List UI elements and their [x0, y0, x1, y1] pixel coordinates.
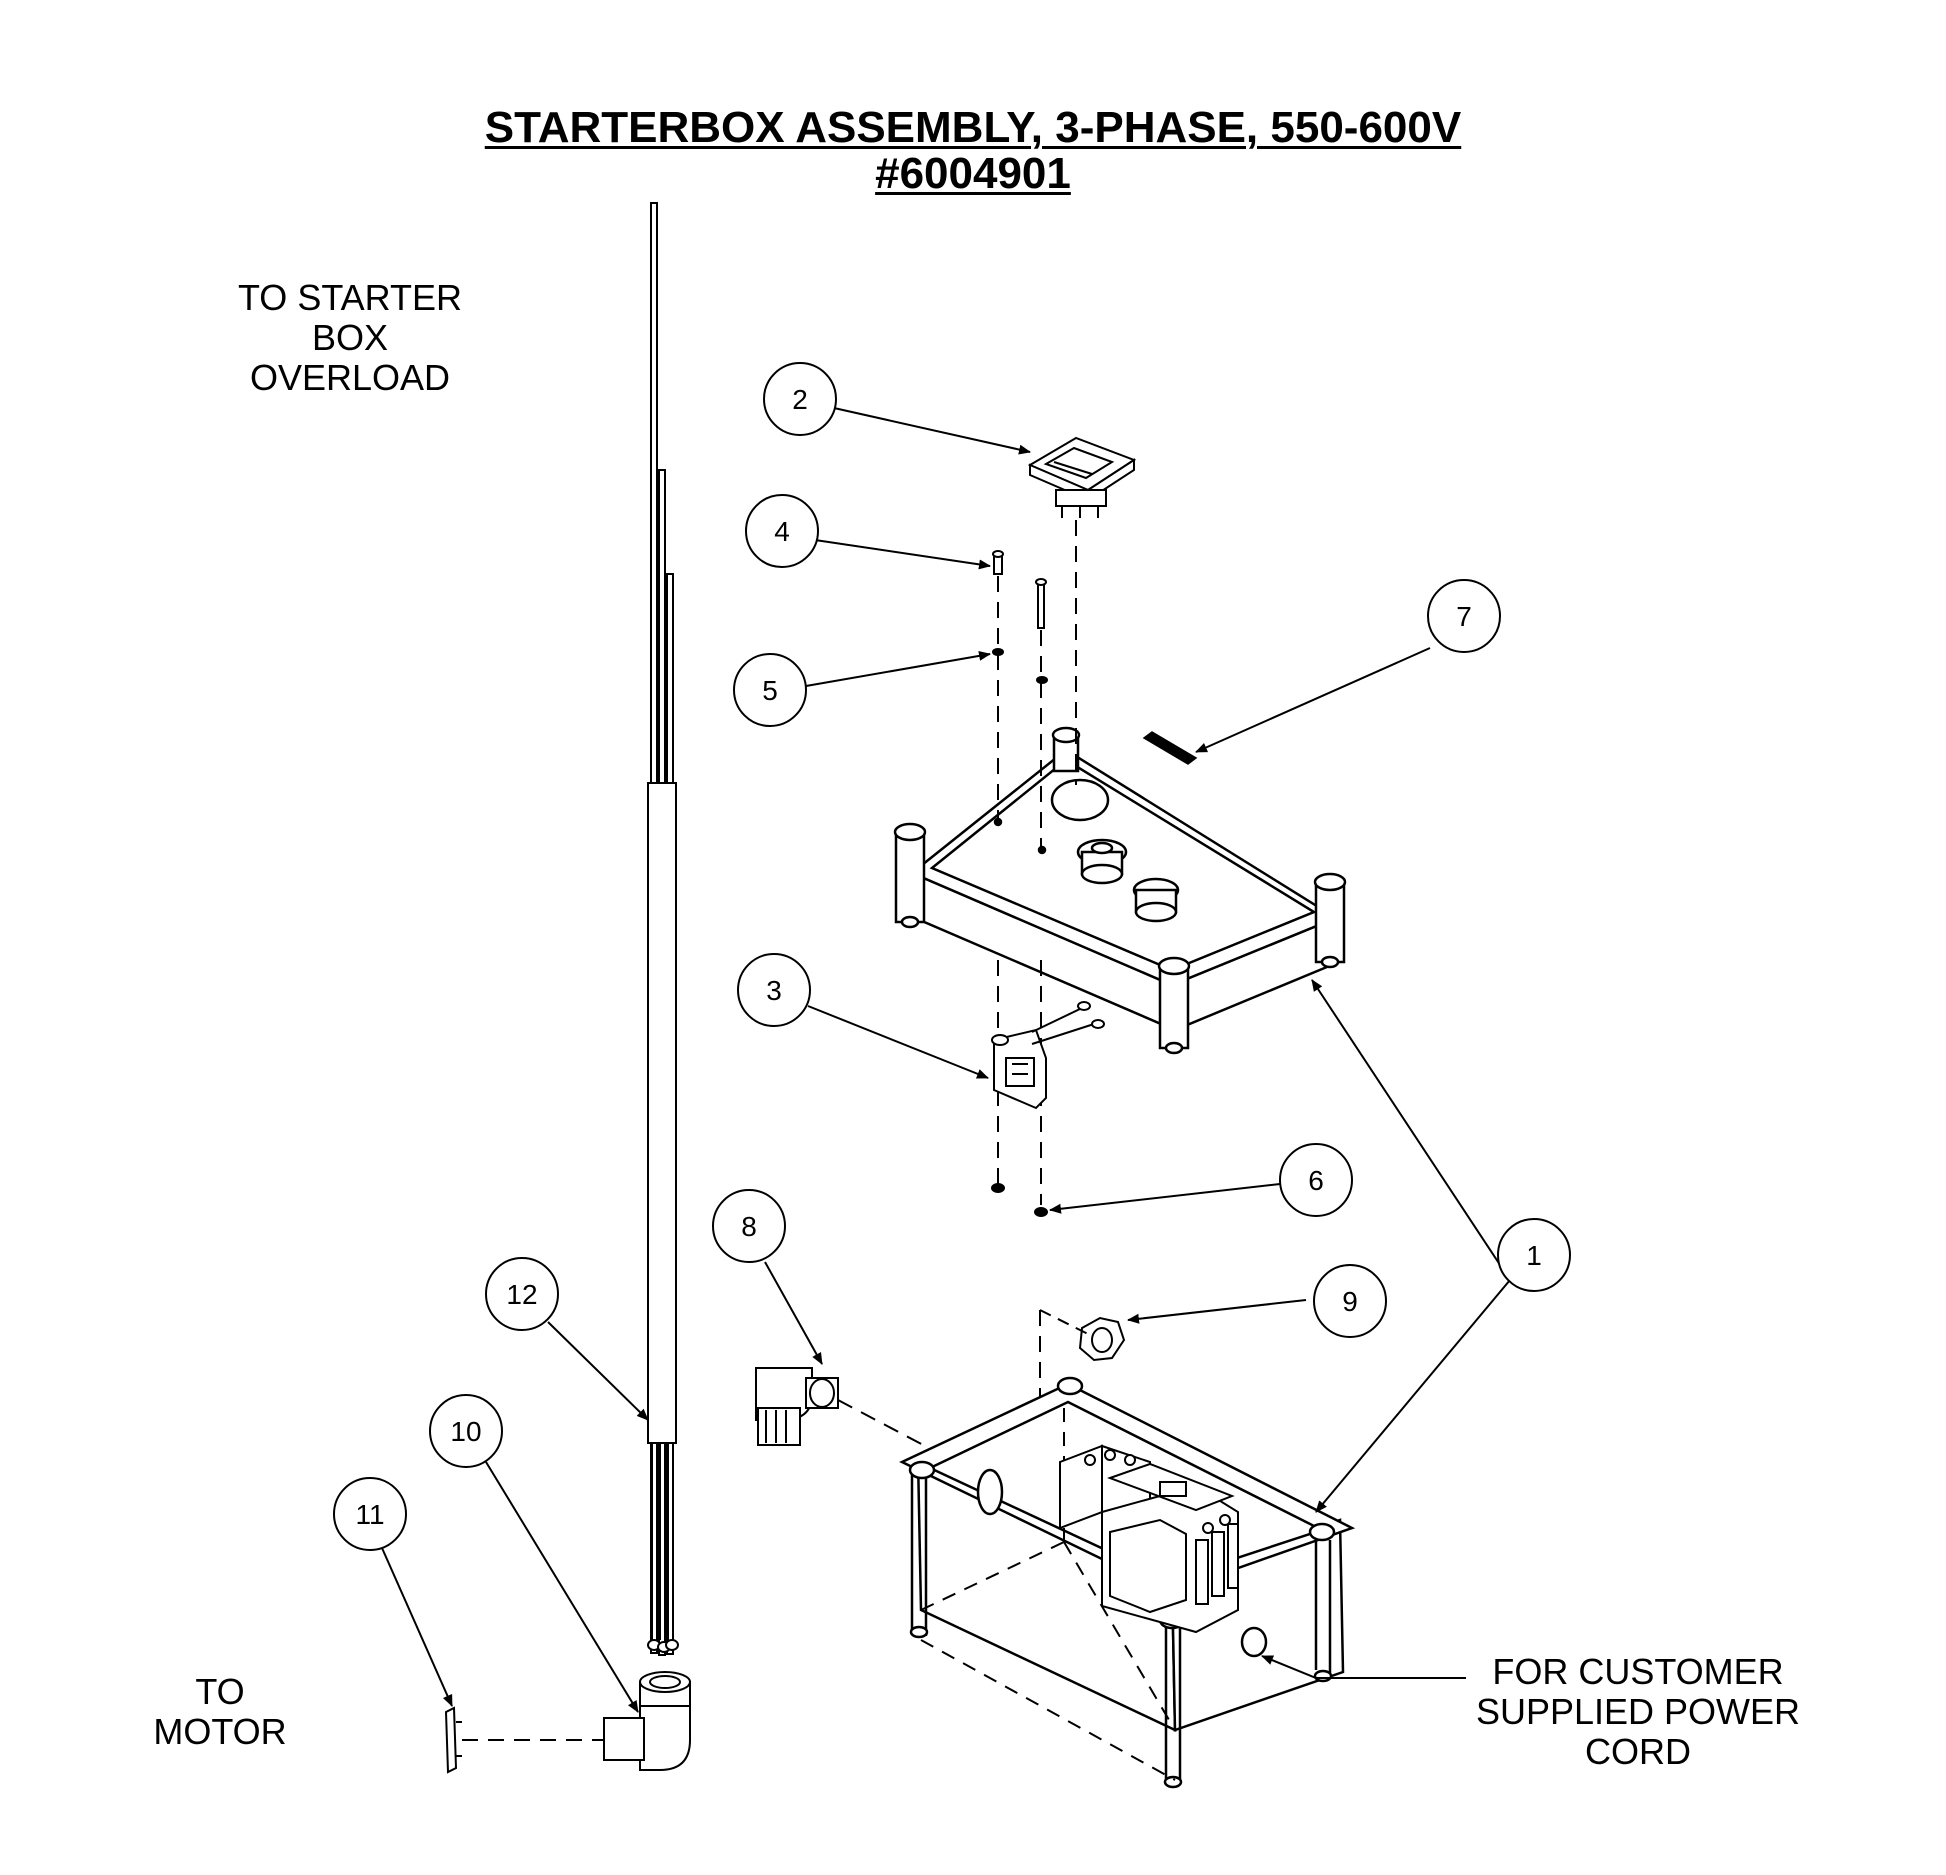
leader-1-base	[1315, 1279, 1511, 1513]
cover-corner-screw-right	[1313, 872, 1347, 969]
balloon-2-number: 2	[792, 384, 808, 415]
nut-part-6-left	[991, 1183, 1005, 1193]
balloon-9-number: 9	[1342, 1286, 1358, 1317]
leader-12	[547, 1321, 649, 1421]
balloon-12-number: 12	[506, 1279, 537, 1310]
balloon-1-number: 1	[1526, 1240, 1542, 1271]
note-starter-box-overload-line-1: TO STARTER	[237, 277, 463, 318]
leader-power-cord	[1261, 1655, 1466, 1679]
balloon-4: 4	[745, 494, 819, 568]
washer-part-5-left	[992, 648, 1004, 656]
leader-7	[1195, 647, 1431, 753]
leader-8	[764, 1261, 823, 1365]
enclosure-hidden-edges	[920, 1400, 1176, 1781]
wire-bundle-part-12	[647, 202, 679, 1656]
locknut-part-11	[444, 1706, 462, 1774]
elbow-connector-part-10	[603, 1671, 691, 1771]
cover-corner-screw-back	[1051, 726, 1081, 773]
cover-corner-screw-front	[1157, 956, 1191, 1055]
contactor-overload-unit	[1059, 1444, 1239, 1634]
leader-11	[381, 1547, 453, 1707]
leader-3	[807, 1005, 989, 1079]
balloon-10: 10	[429, 1394, 503, 1468]
balloon-8-number: 8	[741, 1211, 757, 1242]
balloon-3: 3	[737, 953, 811, 1027]
diagram-title-line-2: #6004901	[875, 149, 1071, 198]
cover-knockout-hole	[1050, 778, 1110, 822]
note-customer-power-cord: FOR CUSTOMER SUPPLIED POWER CORD	[1438, 1652, 1838, 1772]
cover-pushbutton-start	[1132, 877, 1180, 923]
balloon-11-number: 11	[355, 1499, 384, 1530]
selector-switch-part-2	[1027, 436, 1137, 518]
note-power-cord-line-1: FOR CUSTOMER	[1492, 1651, 1784, 1692]
note-starter-box-overload-line-2: BOX	[311, 317, 389, 358]
note-power-cord-line-3: CORD	[1585, 1731, 1691, 1772]
balloon-5-number: 5	[762, 675, 778, 706]
diagram-title-line-1: STARTERBOX ASSEMBLY, 3-PHASE, 550-600V	[484, 103, 1462, 152]
cover-corner-screw-front-left	[893, 822, 927, 929]
balloon-12: 12	[485, 1257, 559, 1331]
nut-part-6-right	[1034, 1207, 1048, 1217]
hidden-line-locknut-9-top	[1039, 1309, 1091, 1336]
leader-9	[1127, 1299, 1307, 1324]
balloon-2: 2	[763, 362, 837, 436]
enclosure-cover-part-1	[893, 726, 1347, 1055]
cover-pushbutton-stop	[1076, 838, 1128, 885]
balloon-4-number: 4	[774, 516, 790, 547]
balloon-6: 6	[1279, 1143, 1353, 1217]
leader-5	[805, 650, 991, 687]
balloon-7-number: 7	[1456, 601, 1472, 632]
screw-part-4	[992, 550, 1047, 629]
elbow-fitting-part-8	[755, 1367, 839, 1446]
balloon-6-number: 6	[1308, 1165, 1324, 1196]
balloon-8: 8	[712, 1189, 786, 1263]
note-starter-box-overload: TO STARTER BOX OVERLOAD	[210, 278, 490, 398]
note-to-motor-line-2: MOTOR	[153, 1711, 287, 1752]
note-starter-box-overload-line-3: OVERLOAD	[249, 357, 451, 398]
leader-10	[485, 1461, 639, 1713]
balloon-9: 9	[1313, 1264, 1387, 1338]
leader-1-cover	[1311, 979, 1511, 1281]
control-block-part-3	[991, 1001, 1105, 1110]
balloon-3-number: 3	[766, 975, 782, 1006]
callout-balloons: 1 2 3 4 5 6 7 8 9 10 11 12	[333, 362, 1571, 1551]
callout-leaders	[381, 407, 1511, 1713]
leader-2	[833, 407, 1031, 455]
washer-part-5-right	[1036, 676, 1048, 684]
balloon-1: 1	[1497, 1218, 1571, 1292]
locknut-part-9	[1078, 1316, 1126, 1362]
balloon-7: 7	[1427, 579, 1501, 653]
leader-4	[814, 539, 991, 570]
balloon-11: 11	[333, 1477, 407, 1551]
note-to-motor: TO MOTOR	[130, 1672, 310, 1752]
note-to-motor-line-1: TO	[195, 1671, 245, 1712]
leader-6	[1049, 1183, 1281, 1214]
balloon-10-number: 10	[450, 1416, 481, 1447]
label-plate-part-7	[1142, 731, 1198, 765]
note-power-cord-line-2: SUPPLIED POWER	[1475, 1691, 1801, 1732]
balloon-5: 5	[733, 653, 807, 727]
